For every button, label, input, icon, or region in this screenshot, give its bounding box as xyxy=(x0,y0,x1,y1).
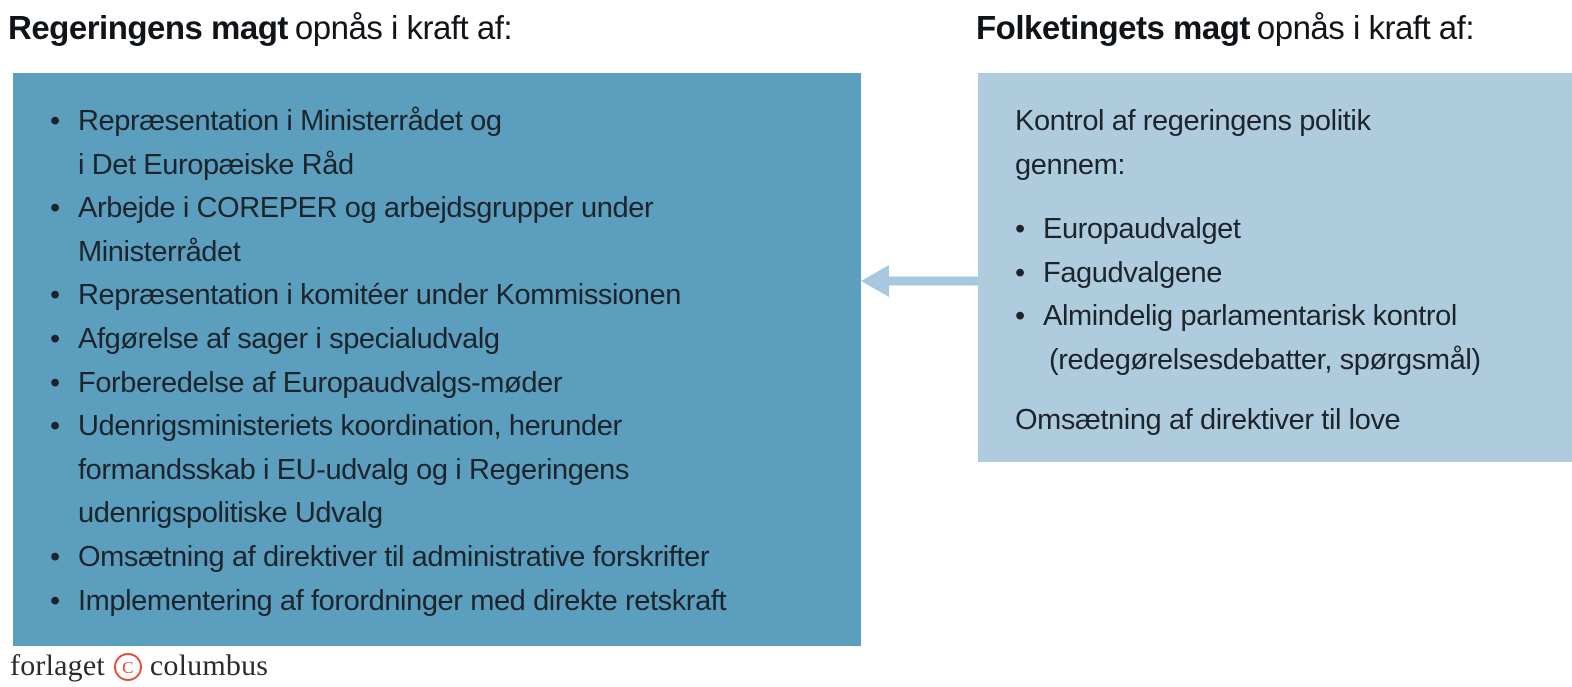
list-item-line: Forberedelse af Europaudvalgs-møder xyxy=(78,366,563,399)
right-title-emphasis: Folketingets magt xyxy=(976,9,1250,46)
list-item-line: (redegørelsesdebatter, spørgsmål) xyxy=(1049,343,1481,376)
bullet-icon: • xyxy=(1015,300,1025,333)
list-item: • Arbejde i COREPER og arbejdsgrupper un… xyxy=(50,187,843,274)
list-item-line: Omsætning af direktiver til administrati… xyxy=(78,540,710,573)
list-item-line: Udenrigsministeriets koordination, herun… xyxy=(78,410,622,443)
list-item-line: Repræsentation i komitéer under Kommissi… xyxy=(78,279,681,312)
list-item-line: Arbejde i COREPER og arbejdsgrupper unde… xyxy=(78,192,654,225)
right-title-rest: opnås i kraft af: xyxy=(1256,9,1475,46)
list-item-line: Afgørelse af sager i specialudvalg xyxy=(78,322,500,355)
bullet-icon: • xyxy=(1015,256,1025,289)
parliament-power-box: Kontrol af regeringens politik gennem: •… xyxy=(978,73,1572,462)
list-item-line: formandsskab i EU-udvalg og i Regeringen… xyxy=(78,453,630,486)
list-item: • Omsætning af direktiver til administra… xyxy=(50,536,843,580)
list-item-line: i Det Europæiske Råd xyxy=(78,148,354,181)
list-item-line: Implementering af forordninger med direk… xyxy=(78,584,727,617)
bullet-icon: • xyxy=(50,584,60,617)
list-item-line: Fagudvalgene xyxy=(1043,256,1223,289)
list-item: • Udenrigsministeriets koordination, her… xyxy=(50,405,843,536)
bullet-icon: • xyxy=(50,366,60,399)
bullet-icon: • xyxy=(1015,213,1025,246)
intro-line: gennem: xyxy=(1015,148,1126,181)
list-item: • Europaudvalget xyxy=(1015,208,1558,252)
intro-text: Kontrol af regeringens politik gennem: xyxy=(1015,100,1558,187)
list-item-line: Almindelig parlamentarisk kontrol xyxy=(1043,300,1457,333)
publisher-logo-prefix: forlaget xyxy=(10,649,105,682)
bullet-icon: • xyxy=(50,192,60,225)
list-item: • Fagudvalgene xyxy=(1015,252,1558,296)
list-item-line: Ministerrådet xyxy=(78,235,241,268)
left-title-rest: opnås i kraft af: xyxy=(294,9,513,46)
left-arrow-icon xyxy=(861,265,979,297)
list-item: • Forberedelse af Europaudvalgs-møder xyxy=(50,362,843,406)
list-item-line: Repræsentation i Ministerrådet og xyxy=(78,105,502,137)
left-arrow-shape xyxy=(861,265,979,297)
publisher-logo: forlaget C columbus xyxy=(10,649,268,683)
closing-line: Omsætning af direktiver til love xyxy=(1015,403,1401,436)
bullet-icon: • xyxy=(50,410,60,443)
bullet-icon: • xyxy=(50,540,60,573)
list-item: • Almindelig parlamentarisk kontrol (red… xyxy=(1015,295,1558,382)
bullet-icon: • xyxy=(50,279,60,312)
copyright-icon: C xyxy=(113,653,142,681)
bullet-icon: • xyxy=(50,105,60,137)
copyright-letter: C xyxy=(122,657,134,677)
list-item: • Implementering af forordninger med dir… xyxy=(50,580,843,624)
left-title-emphasis: Regeringens magt xyxy=(8,9,288,46)
list-item: • Afgørelse af sager i specialudvalg xyxy=(50,318,843,362)
list-item: • Repræsentation i komitéer under Kommis… xyxy=(50,274,843,318)
intro-line: Kontrol af regeringens politik xyxy=(1015,105,1371,137)
government-power-box: • Repræsentation i Ministerrådet og i De… xyxy=(13,73,861,646)
publisher-logo-suffix: columbus xyxy=(149,649,269,682)
bullet-icon: • xyxy=(50,322,60,355)
list-item: • Repræsentation i Ministerrådet og i De… xyxy=(50,100,843,187)
list-item-line: udenrigspolitiske Udvalg xyxy=(78,497,383,530)
list-item-line: Europaudvalget xyxy=(1043,213,1241,246)
